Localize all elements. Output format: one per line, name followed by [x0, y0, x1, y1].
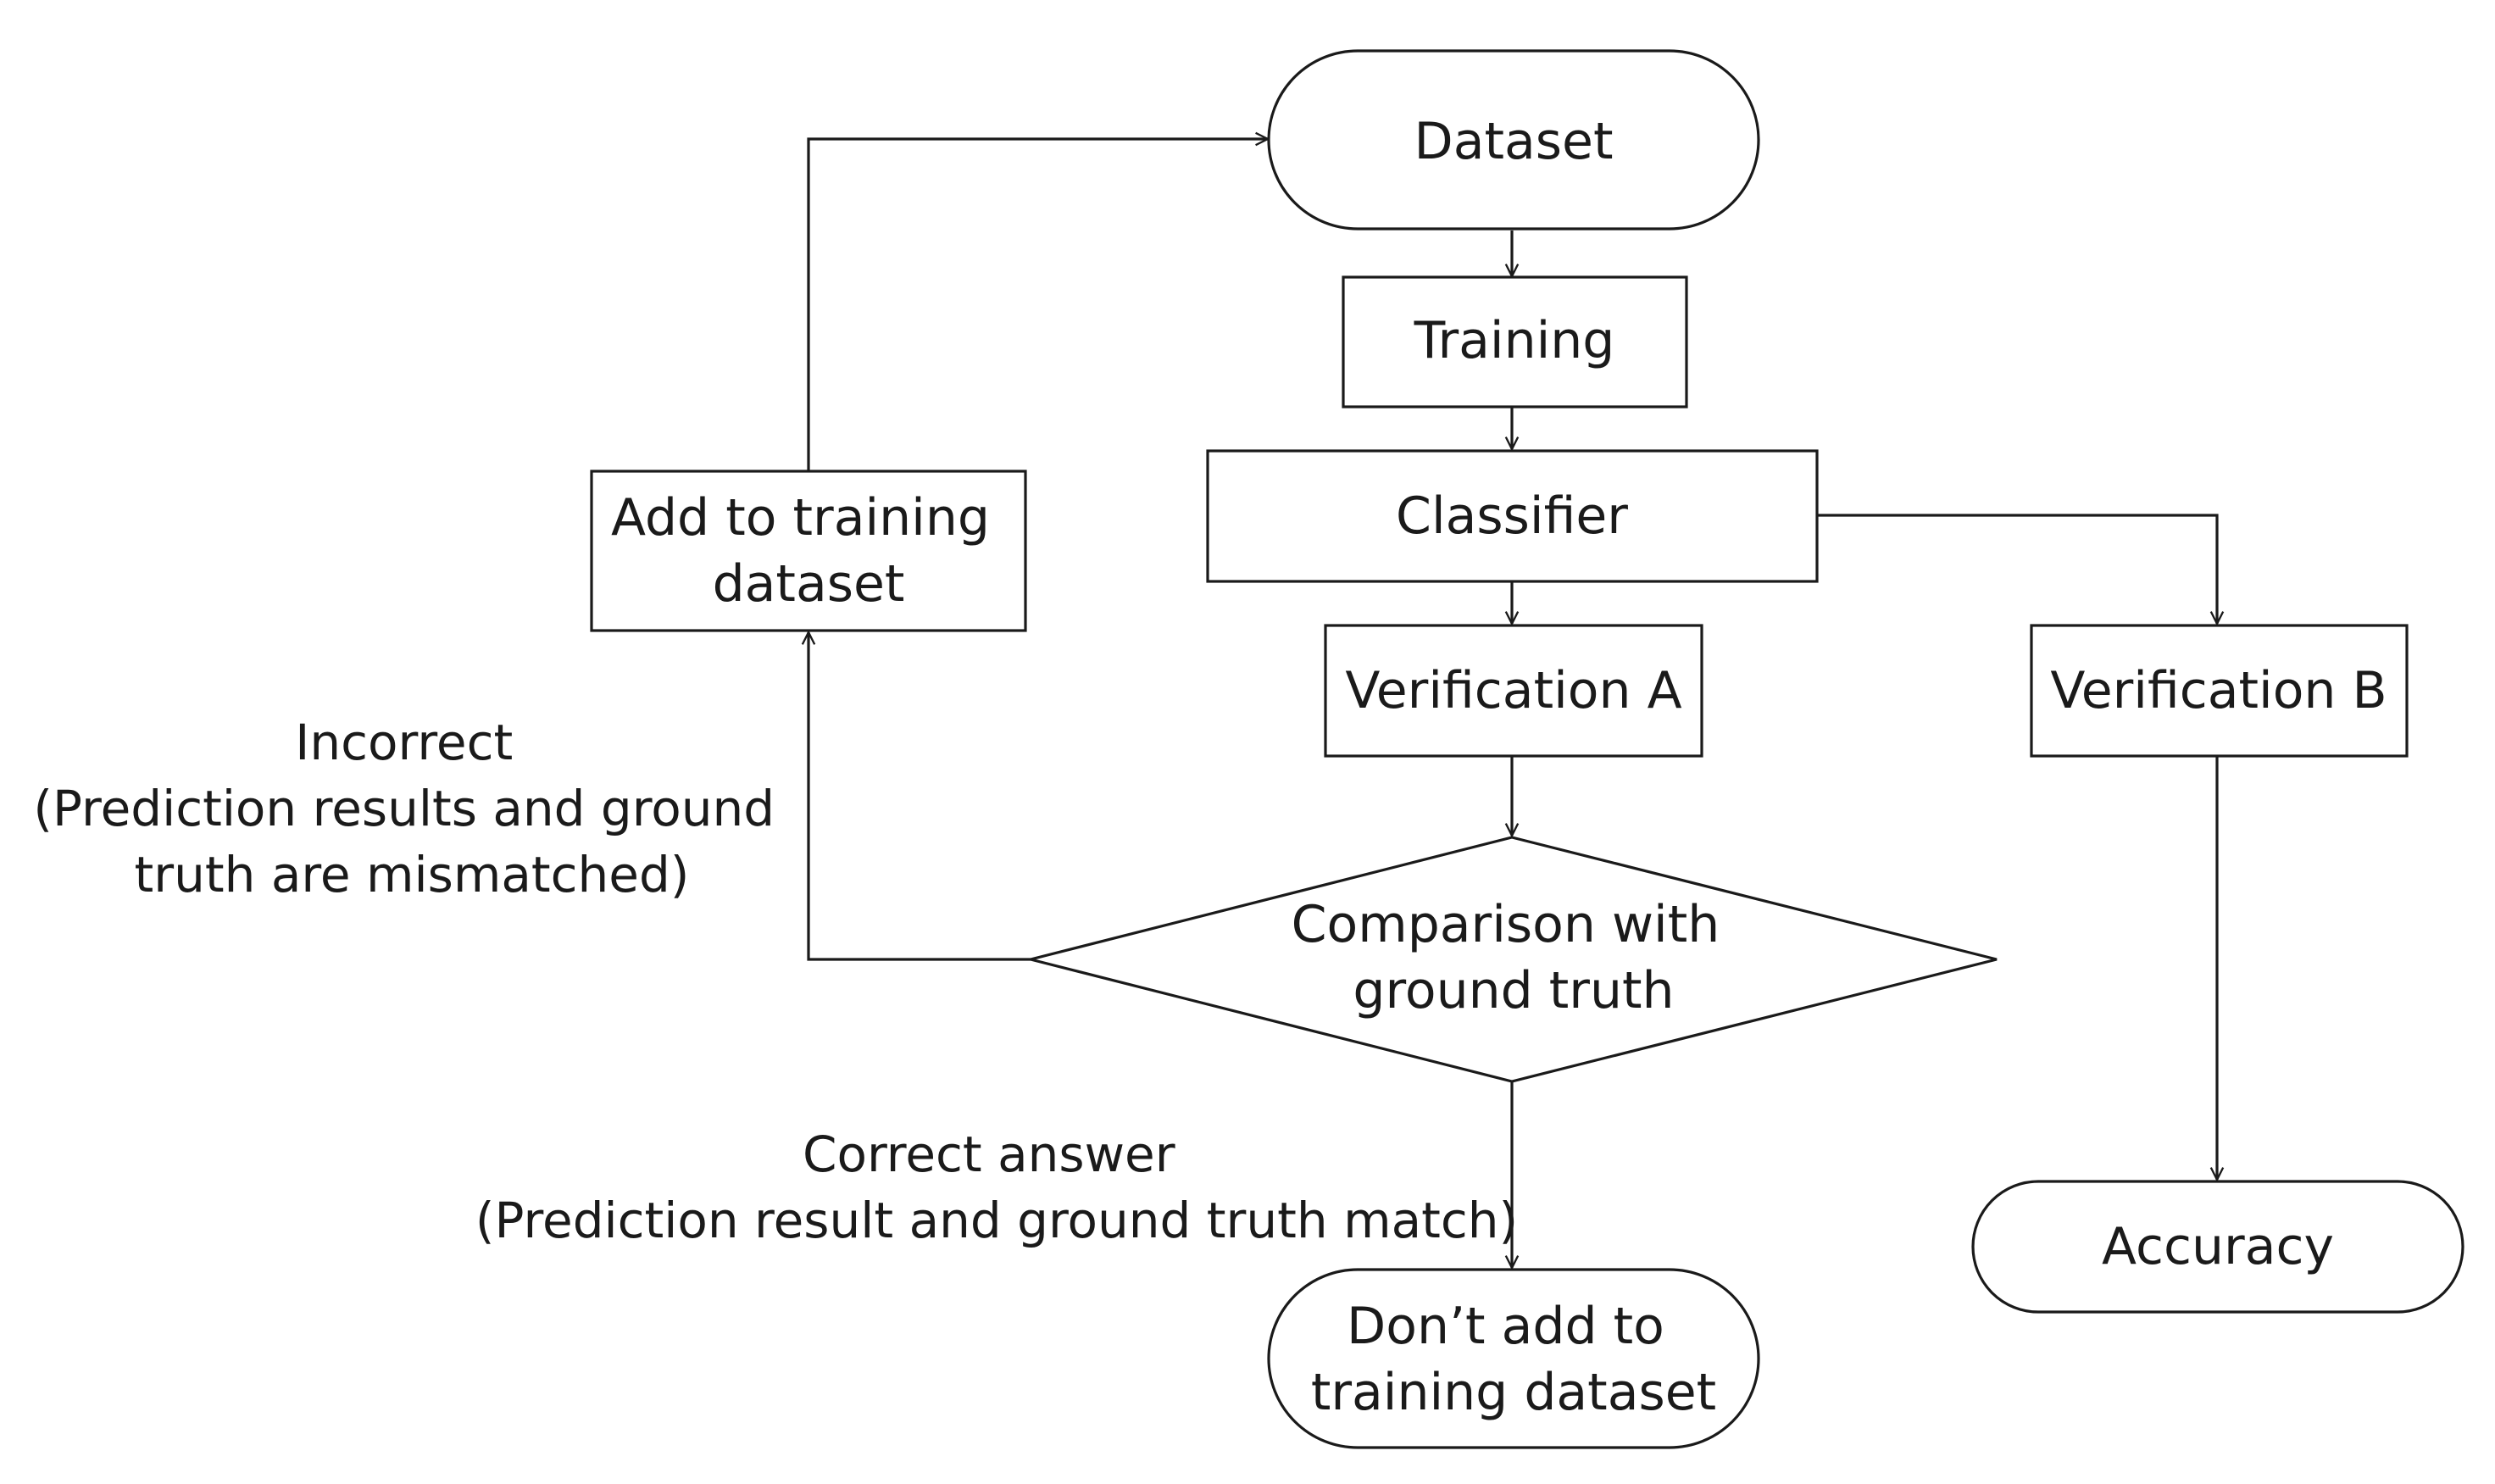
accuracy-label-line-1: Accuracy [2102, 1217, 2334, 1276]
add-to-training-node[interactable]: Add to training dataset [590, 470, 1027, 632]
add-to-training-process-box [590, 470, 1027, 632]
dont-add-node[interactable]: Don’t add to training dataset [1267, 1268, 1760, 1449]
dataset-label: Dataset [1414, 112, 1614, 171]
comparison-node[interactable]: Comparison with ground truth [1030, 836, 1998, 1083]
incorrect-label-line-3: truth are mismatched) [135, 846, 690, 903]
verification-a-process-box [1324, 624, 1703, 758]
dataset-terminator-shape [1267, 49, 1760, 231]
dont-add-terminator-shape [1267, 1268, 1760, 1449]
dont-add-label-line-1: Don’t add to [1347, 1297, 1664, 1356]
add-to-training-label: Add to training dataset [611, 488, 1006, 614]
edge-add-training-to-dataset [807, 139, 1268, 471]
verification-b-node[interactable]: Verification B [2030, 624, 2409, 758]
comparison-label: Comparison with ground truth [1292, 895, 1736, 1020]
add-to-training-label-line-1: Add to training [611, 488, 990, 547]
dataset-label-line-1: Dataset [1414, 112, 1614, 171]
dont-add-label-line-2: training dataset [1311, 1363, 1716, 1422]
edge-classifier-to-verification-b [1817, 514, 2217, 624]
training-process-box [1342, 275, 1688, 409]
classifier-node[interactable]: Classifier [1206, 449, 1819, 583]
correct-edge-label: Correct answer (Prediction result and gr… [475, 1126, 1518, 1249]
correct-label-line-1: Correct answer [803, 1126, 1175, 1183]
training-label-line-1: Training [1414, 311, 1615, 370]
incorrect-edge-label: Incorrect (Prediction results and ground… [33, 714, 790, 903]
verification-a-node[interactable]: Verification A [1324, 624, 1703, 758]
classifier-label: Classifier [1396, 486, 1628, 546]
verification-b-label: Verification B [2050, 661, 2387, 720]
verification-a-label-line-1: Verification A [1345, 661, 1681, 720]
accuracy-terminator-shape [1971, 1180, 2464, 1314]
classifier-process-box [1206, 449, 1819, 583]
dataset-node[interactable]: Dataset [1267, 49, 1760, 231]
comparison-label-line-1: Comparison with [1292, 895, 1720, 954]
add-to-training-label-line-2: dataset [713, 554, 905, 614]
comparison-label-line-2: ground truth [1353, 961, 1674, 1020]
incorrect-label-line-1: Incorrect [295, 714, 513, 771]
verification-b-label-line-1: Verification B [2050, 661, 2387, 720]
training-node[interactable]: Training [1342, 275, 1688, 409]
dont-add-label: Don’t add to training dataset [1311, 1297, 1716, 1422]
verification-a-label: Verification A [1345, 661, 1681, 720]
correct-label-line-2: (Prediction result and ground truth matc… [475, 1192, 1518, 1249]
accuracy-label: Accuracy [2102, 1217, 2334, 1276]
edges [809, 139, 2217, 1268]
comparison-decision-diamond [1030, 836, 1998, 1083]
edge-comparison-to-add-training [809, 632, 1031, 961]
incorrect-label-line-2: (Prediction results and ground [33, 780, 775, 837]
accuracy-node[interactable]: Accuracy [1971, 1180, 2464, 1314]
classifier-label-line-1: Classifier [1396, 486, 1628, 546]
training-label: Training [1414, 311, 1615, 370]
verification-b-process-box [2030, 624, 2409, 758]
